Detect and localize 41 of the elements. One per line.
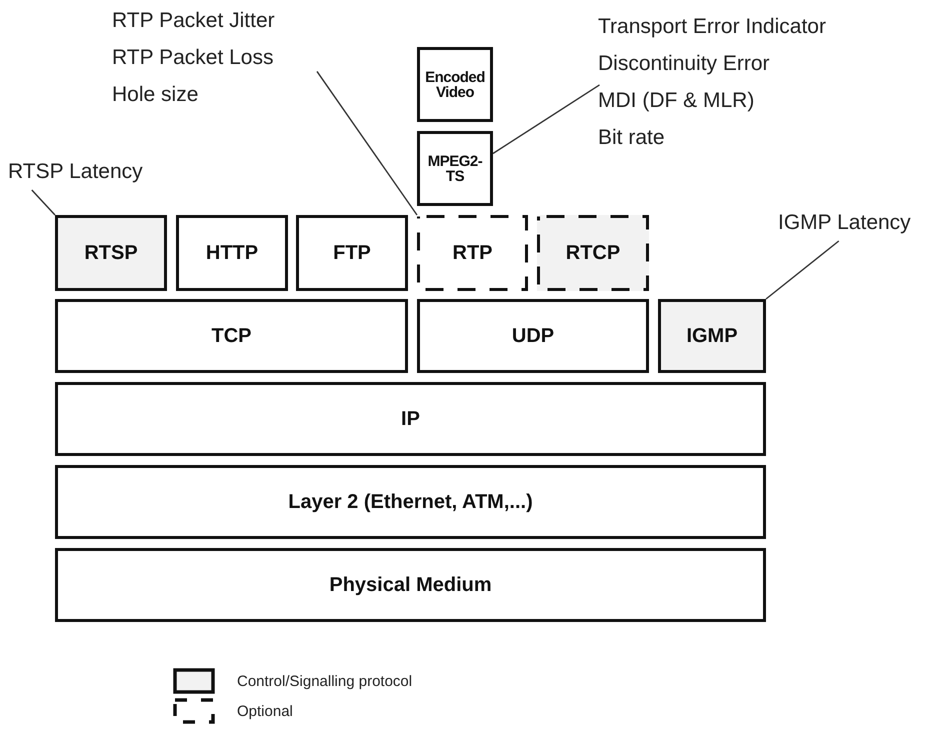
metric-label: MDI (DF & MLR) xyxy=(598,88,756,114)
protocol-name: RTSP xyxy=(84,243,138,263)
protocol-box xyxy=(658,299,766,373)
protocol-name: HTTP xyxy=(206,243,258,263)
metric-label: RTSP Latency xyxy=(8,159,144,185)
metric-label: RTP Packet Loss xyxy=(112,45,274,71)
protocol-name: FTP xyxy=(333,243,371,263)
metric-label: Transport Error Indicator xyxy=(598,14,827,40)
protocol-name: TCP xyxy=(212,326,252,346)
metric-label: Bit rate xyxy=(598,125,666,151)
optional-protocol-box xyxy=(417,215,528,291)
protocol-box xyxy=(417,131,493,206)
metric-label: Hole size xyxy=(112,82,200,108)
leader-line xyxy=(316,71,418,216)
protocol-name: IGMP xyxy=(686,326,738,346)
protocol-box xyxy=(296,215,408,291)
protocol-name: IP xyxy=(401,409,420,429)
protocol-box xyxy=(55,465,766,539)
metric-label: Discontinuity Error xyxy=(598,51,771,77)
leader-line xyxy=(492,84,600,154)
protocol-name: RTP xyxy=(452,243,492,263)
protocol-box xyxy=(55,548,766,622)
protocol-name: Encoded Video xyxy=(424,70,486,100)
protocol-box xyxy=(55,299,408,373)
leader-line xyxy=(31,190,56,216)
protocol-name: Physical Medium xyxy=(329,575,492,595)
legend-label: Optional xyxy=(237,702,293,720)
protocol-name: Layer 2 (Ethernet, ATM,...) xyxy=(288,492,533,512)
protocol-box xyxy=(176,215,288,291)
metric-label: RTP Packet Jitter xyxy=(112,8,276,34)
leader-line xyxy=(766,240,840,300)
metric-label: IGMP Latency xyxy=(778,210,912,236)
protocol-box xyxy=(55,382,766,456)
protocol-box xyxy=(55,215,167,291)
legend-label: Control/Signalling protocol xyxy=(237,672,412,690)
protocol-box xyxy=(417,47,493,122)
protocol-name: RTCP xyxy=(566,243,620,263)
protocol-name: MPEG2-TS xyxy=(426,154,484,184)
optional-protocol-box xyxy=(537,215,649,291)
protocol-name: UDP xyxy=(512,326,554,346)
protocol-box xyxy=(417,299,649,373)
